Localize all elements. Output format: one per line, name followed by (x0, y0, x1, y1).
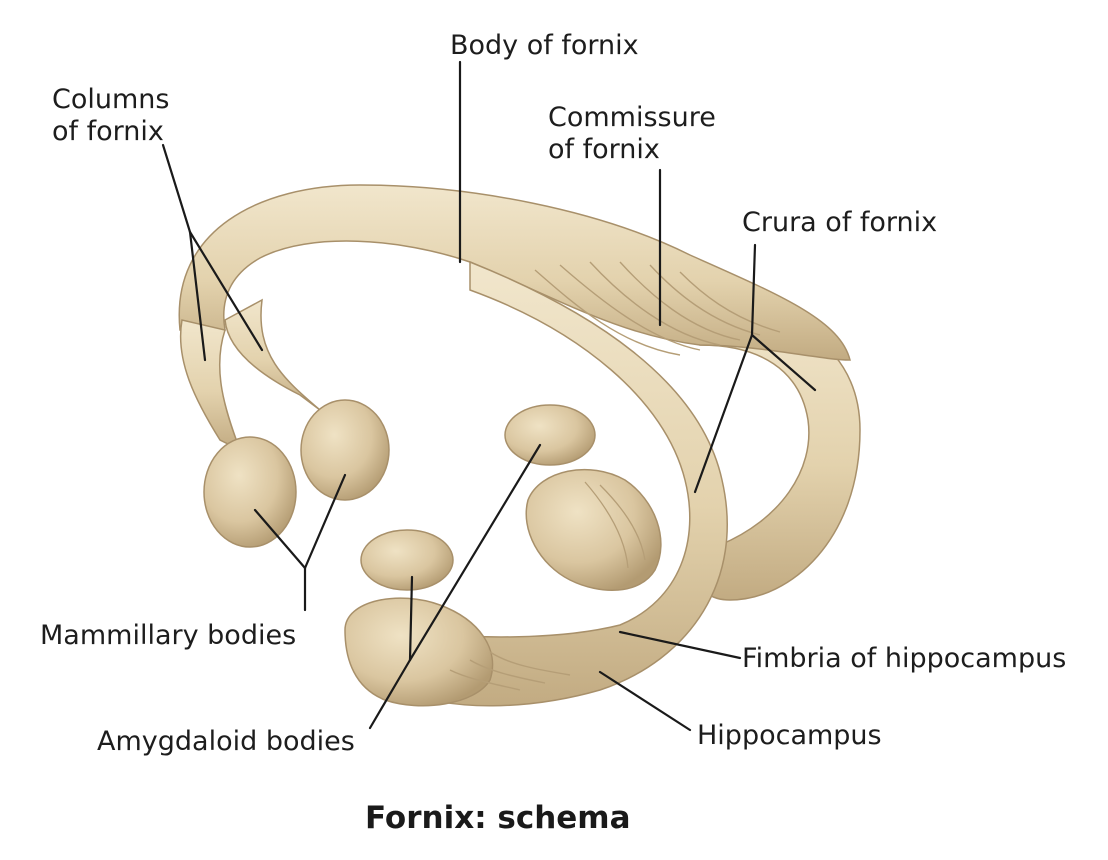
leader-lines (161, 60, 817, 732)
label-commissure-line2: of fornix (548, 134, 660, 165)
leader-amygdaloid-a (368, 658, 412, 730)
label-columns-of-fornix: Columns of fornix (52, 84, 169, 148)
label-mammillary-bodies: Mammillary bodies (40, 620, 297, 651)
amygdaloid-body-upper (504, 404, 596, 466)
label-commissure-line1: Commissure (548, 102, 716, 133)
label-commissure-of-fornix: Commissure of fornix (548, 102, 716, 166)
mammillary-body-right (300, 399, 390, 501)
leader-amygdaloid-c (408, 443, 542, 662)
leader-columns-a (161, 143, 192, 234)
leader-fimbria (618, 630, 742, 660)
label-columns-line2: of fornix (52, 116, 164, 147)
label-amygdaloid-bodies: Amygdaloid bodies (97, 726, 355, 757)
leader-crura-a (750, 243, 757, 337)
leader-crura-b (693, 333, 754, 494)
inner-curl-striations (584, 481, 646, 569)
label-fimbria-of-hippocampus: Fimbria of hippocampus (742, 643, 1067, 674)
label-columns-line1: Columns (52, 84, 170, 115)
leader-mammillary-b (253, 508, 307, 570)
right-column-of-fornix (224, 298, 321, 411)
label-hippocampus: Hippocampus (697, 720, 882, 751)
leader-amygdaloid-b (408, 575, 414, 662)
leader-columns-b (188, 230, 207, 362)
figure-title: Fornix: schema (365, 800, 631, 836)
leader-hippocampus (598, 670, 692, 732)
label-body-of-fornix: Body of fornix (450, 30, 639, 61)
hippocampus-striations (449, 651, 571, 691)
leader-mammillary-c (303, 473, 347, 570)
label-crura-of-fornix: Crura of fornix (742, 207, 938, 238)
inner-curled-structure (525, 468, 662, 591)
hippocampus-head (344, 597, 494, 707)
commissure-striations (534, 261, 781, 356)
amygdaloid-body-lower (360, 529, 454, 591)
leader-columns-c (188, 230, 264, 352)
mammillary-body-left (203, 436, 297, 548)
leader-crura-c (750, 333, 817, 392)
